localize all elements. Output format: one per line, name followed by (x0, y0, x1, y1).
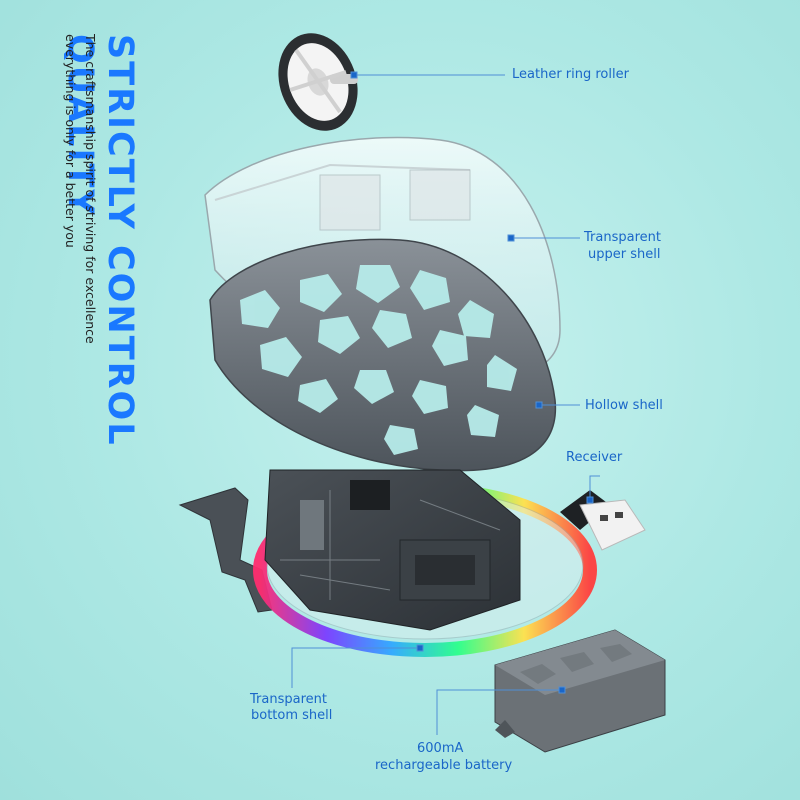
subtitle-line-1: The craftsmanship spirit of striving for… (83, 34, 98, 344)
usb-receiver (560, 490, 646, 551)
transparent-bottom-shell (253, 469, 597, 657)
label-roller: Leather ring roller (512, 67, 629, 82)
label-upper-shell-2: upper shell (588, 247, 661, 262)
label-hollow-shell: Hollow shell (585, 398, 663, 413)
headline: STRICTLY CONTROL QUALITY (60, 34, 140, 447)
battery-pack (494, 629, 666, 753)
label-upper-shell-1: Transparent (584, 230, 661, 245)
subtitle-line-2: everything is only for a better you (63, 34, 78, 248)
label-receiver: Receiver (566, 450, 623, 465)
callout-lines (291, 71, 600, 735)
label-bottom-shell-1: Transparent (250, 692, 327, 707)
leather-ring-roller (278, 33, 358, 131)
label-bottom-shell-2: bottom shell (251, 708, 333, 723)
label-battery-2: rechargeable battery (375, 758, 513, 773)
hollow-shell (209, 238, 557, 472)
label-battery-1: 600mA (417, 741, 464, 756)
